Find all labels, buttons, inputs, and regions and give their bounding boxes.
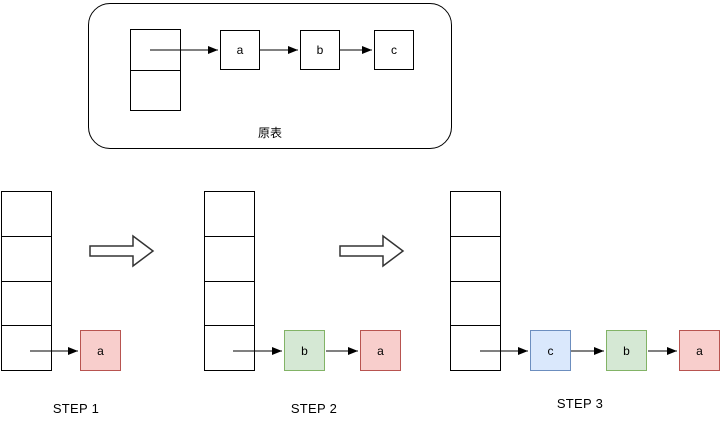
list-node-b-step3: b xyxy=(606,330,647,371)
original-list-label: 原表 xyxy=(257,126,282,140)
list-node-a-step3: a xyxy=(679,330,720,371)
array-cell xyxy=(2,326,51,370)
step-3-label: STEP 3 xyxy=(556,396,604,411)
list-node-a-step2: a xyxy=(360,330,401,371)
array-stack-step3 xyxy=(450,191,501,371)
array-cell xyxy=(205,326,254,370)
array-stack-step1 xyxy=(1,191,52,371)
list-node-b-original: b xyxy=(300,30,340,70)
list-node-c-original: c xyxy=(374,30,414,70)
list-node-a-original: a xyxy=(220,30,260,70)
array-cell xyxy=(451,326,500,370)
list-node-c-step3: c xyxy=(530,330,571,371)
array-cell xyxy=(451,192,500,237)
transition-arrow-step2-step3-icon xyxy=(339,234,405,268)
array-stack-step2 xyxy=(204,191,255,371)
list-node-b-step2: b xyxy=(284,330,325,371)
step-1-label: STEP 1 xyxy=(52,401,100,416)
head-pointer-node xyxy=(130,29,181,111)
list-node-a-step1: a xyxy=(80,330,121,371)
transition-arrow-step1-step2-icon xyxy=(89,234,155,268)
array-cell xyxy=(205,282,254,327)
head-cell-empty xyxy=(131,71,180,111)
array-cell xyxy=(205,237,254,282)
array-cell xyxy=(451,282,500,327)
array-cell xyxy=(2,237,51,282)
step-2-label: STEP 2 xyxy=(290,401,338,416)
array-cell xyxy=(2,192,51,237)
array-cell xyxy=(2,282,51,327)
head-cell-pointer xyxy=(131,30,180,71)
array-cell xyxy=(451,237,500,282)
array-cell xyxy=(205,192,254,237)
